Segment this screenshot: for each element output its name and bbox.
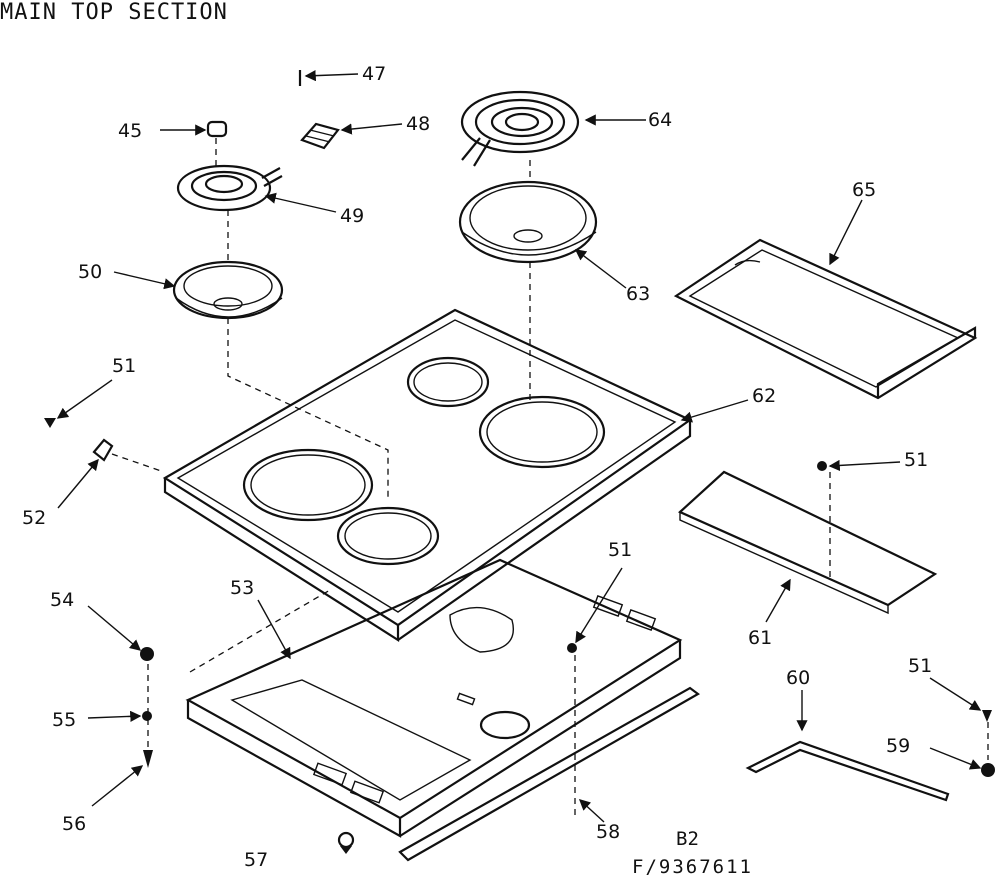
bracket-52 [92,438,114,462]
surface-element-49 [176,164,283,212]
label-64: 64 [648,109,672,131]
label-50: 50 [78,261,102,283]
screw-51b [817,461,827,471]
cover-65 [673,238,978,400]
label-49: 49 [340,205,364,227]
label-51-left: 51 [112,355,136,377]
label-53: 53 [230,577,254,599]
washer-55 [142,711,152,721]
clip-48 [300,122,340,150]
rear-trim-61 [678,470,938,615]
fastener-57 [337,831,355,854]
label-55: 55 [52,709,76,731]
footer-figure-number: F/9367611 [632,856,753,878]
screw-51c [567,643,577,653]
label-54: 54 [50,589,74,611]
label-63: 63 [626,283,650,305]
label-51-right-upper: 51 [904,449,928,471]
label-56: 56 [62,813,86,835]
label-51-center: 51 [608,539,632,561]
label-57: 57 [244,849,268,871]
surface-element-64 [460,90,580,167]
label-62: 62 [752,385,776,407]
footer-code: B2 [676,828,699,850]
label-47: 47 [362,63,386,85]
screw-51d [982,710,992,722]
nut-59 [981,763,995,777]
assembly-lines [111,138,989,820]
part-labels: 45 47 48 49 50 51 52 53 54 55 56 57 58 5… [22,63,932,871]
diagram-title: MAIN TOP SECTION [0,0,228,25]
burner-box-53 [185,558,683,838]
label-58: 58 [596,821,620,843]
cooktop-62 [162,308,693,643]
leader-lines [56,70,982,823]
drip-pan-50 [172,260,284,320]
bracket-60 [745,740,950,802]
label-60: 60 [786,667,810,689]
knob-45 [206,120,228,138]
screw-51a [44,418,56,428]
drip-pan-63 [458,180,598,264]
label-48: 48 [406,113,430,135]
trim-58 [398,686,700,862]
label-61: 61 [748,627,772,649]
screw-56 [143,750,153,768]
label-45: 45 [118,120,142,142]
label-51-right-lower: 51 [908,655,932,677]
label-59: 59 [886,735,910,757]
label-52: 52 [22,507,46,529]
label-65: 65 [852,179,876,201]
grommet-54 [140,647,154,661]
